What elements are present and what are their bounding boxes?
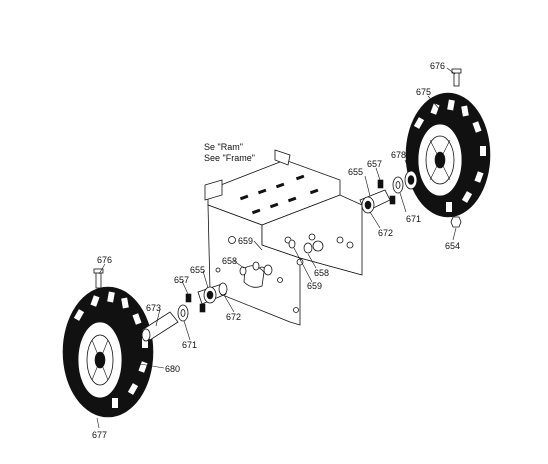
right-wheel-assembly [405, 92, 491, 218]
callout-655-left: 655 [190, 265, 205, 275]
callout-673: 673 [146, 303, 161, 313]
callout-676-right: 676 [430, 61, 445, 71]
right-hub-hardware [288, 68, 462, 254]
callout-672-right: 672 [378, 228, 393, 238]
callout-659-top: 659 [238, 236, 253, 246]
callout-654: 654 [445, 241, 460, 251]
callout-671-right: 671 [406, 214, 421, 224]
callout-655-right: 655 [348, 167, 363, 177]
left-wheel-assembly [62, 286, 154, 418]
callout-659-right: 659 [307, 281, 322, 291]
frame-note: Se "Ram" See "Frame" [204, 142, 255, 163]
callout-657-left: 657 [174, 275, 189, 285]
frame-note-line1: Se "Ram" [204, 142, 243, 152]
callout-676-left: 676 [97, 255, 112, 265]
callout-672-left: 672 [226, 312, 241, 322]
callout-677: 677 [92, 430, 107, 440]
callout-658-left: 658 [222, 256, 237, 266]
callout-658-right: 658 [314, 268, 329, 278]
leader-lines [96, 67, 457, 429]
callout-675: 675 [416, 87, 431, 97]
callout-671-left: 671 [182, 340, 197, 350]
callout-657-right: 657 [367, 159, 382, 169]
frame-note-line2: See "Frame" [204, 153, 255, 163]
left-hub-hardware [93, 261, 273, 342]
callout-labels: 676 675 678 657 655 671 672 654 659 658 … [92, 61, 460, 440]
frame-housing [204, 149, 363, 326]
callout-678: 678 [391, 150, 406, 160]
callout-680: 680 [165, 364, 180, 374]
